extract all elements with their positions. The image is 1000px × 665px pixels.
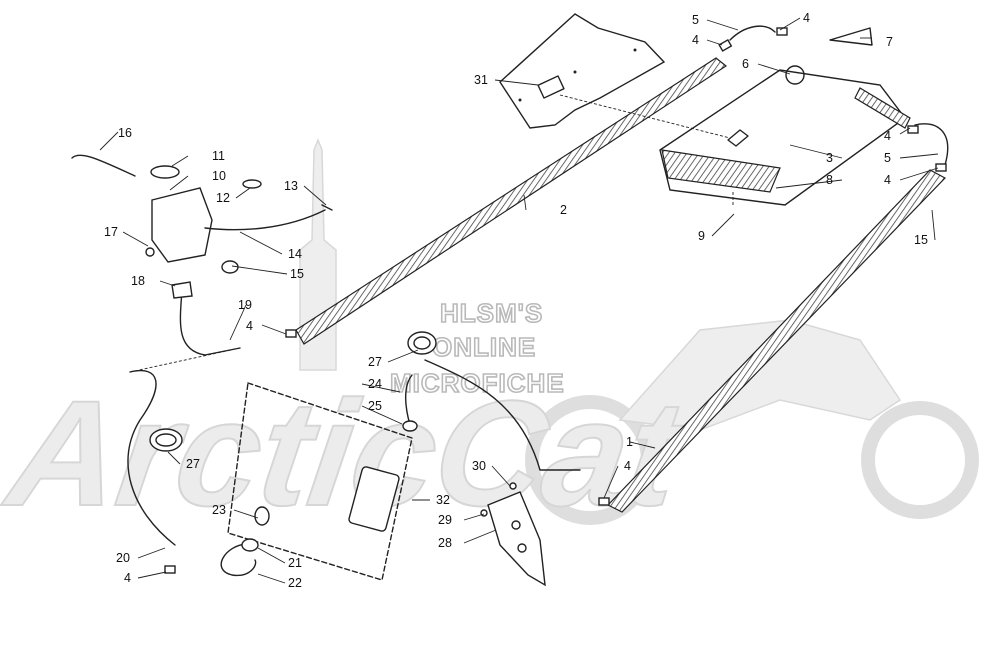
callout-4-g: 4 [124,571,131,585]
callout-2: 2 [560,203,567,217]
callout-4-d: 4 [884,129,891,143]
watermark-line3: MICROFICHE [390,368,565,398]
part-5-hose-top [729,25,776,41]
callout-24: 23 [212,503,226,517]
callout-7: 7 [886,35,893,49]
part-4-fitting [164,565,176,574]
watermark-line2: ONLINE [432,332,536,362]
callout-5-a: 5 [692,13,699,27]
part-17-overflow-hose [71,154,136,177]
part-31-cover-plate [499,13,666,129]
callout-5-b: 5 [884,151,891,165]
callout-22: 21 [288,556,302,570]
callout-4-b: 4 [692,33,699,47]
part-29-bolt [480,509,488,517]
callout-20: 19 [238,298,252,312]
callout-21: 20 [116,551,130,565]
part-18-screw [145,247,155,257]
callout-4-e: 4 [884,173,891,187]
part-5-hose-right [914,123,949,166]
callout-27-a: 27 [186,457,200,471]
part-4-fitting [285,329,297,338]
part-20-hose [179,289,241,356]
callout-4-c: 4 [803,11,810,25]
part-6-grommet [785,65,805,85]
part-19-clamp [221,260,239,274]
part-27-clamp-center [407,331,437,355]
callout-23: 22 [288,576,302,590]
callout-6: 6 [742,57,749,71]
callout-4-a: 4 [246,319,253,333]
part-7-bracket [829,27,873,46]
callout-17: 16 [118,126,132,140]
part-22-clamp [241,538,259,552]
part-3-heat-exchanger [659,69,911,206]
part-4-fitting [598,497,610,506]
callout-3: 3 [826,151,833,165]
part-4-fitting [776,27,788,36]
callout-15: 14 [288,247,302,261]
callout-25: 24 [368,377,382,391]
callout-30: 30 [472,459,486,473]
callout-26: 25 [368,399,382,413]
callout-13: 12 [216,191,230,205]
part-30-nut [509,482,517,490]
callout-1: 1 [626,435,633,449]
part-32-radiator [227,382,413,581]
callout-14: 13 [284,179,298,193]
callout-labels: 16 11 10 12 13 17 14 15 18 19 4 2 31 5 4… [104,11,928,590]
callout-4-f: 4 [624,459,631,473]
part-15-vent-tube [204,209,326,231]
callout-10: 15 [914,233,928,247]
callout-9: 9 [698,229,705,243]
part-10-coolant-tube-right [607,169,946,513]
callout-12: 11 [212,149,225,163]
motorcycle-watermark-icon [525,319,979,525]
part-27-clamp-left [149,428,183,452]
part-2-coolant-tube-left [295,57,728,345]
watermark-line1: HLSM'S [440,298,543,328]
watermark-background: ArcticCat HLSM'S ONLINE MICROFICHE [0,137,979,538]
callout-16: 15 [290,267,304,281]
part-11-coolant-reservoir [145,165,262,274]
callout-27-b: 27 [368,355,382,369]
part-28-bracket [487,491,546,587]
part-23-hose [220,543,257,577]
leader-lines [99,17,939,584]
part-4-fitting [907,125,919,134]
callout-11: 10 [212,169,226,183]
callout-19: 18 [131,274,145,288]
part-14-fitting [321,204,333,211]
logo-watermark: ArcticCat [0,370,696,537]
callout-28: 28 [438,536,452,550]
part-26-clamp [402,420,418,432]
part-24-fitting [254,506,270,526]
callout-31: 31 [474,73,488,87]
part-4-fitting [718,38,733,52]
part-12-cap [150,165,180,179]
part-13-clamp [242,179,262,189]
callout-29: 29 [438,513,452,527]
callout-32: 32 [436,493,450,507]
callout-8: 8 [826,173,833,187]
callout-18: 17 [104,225,118,239]
part-21-hose [127,369,176,546]
part-4-fitting [935,163,947,172]
